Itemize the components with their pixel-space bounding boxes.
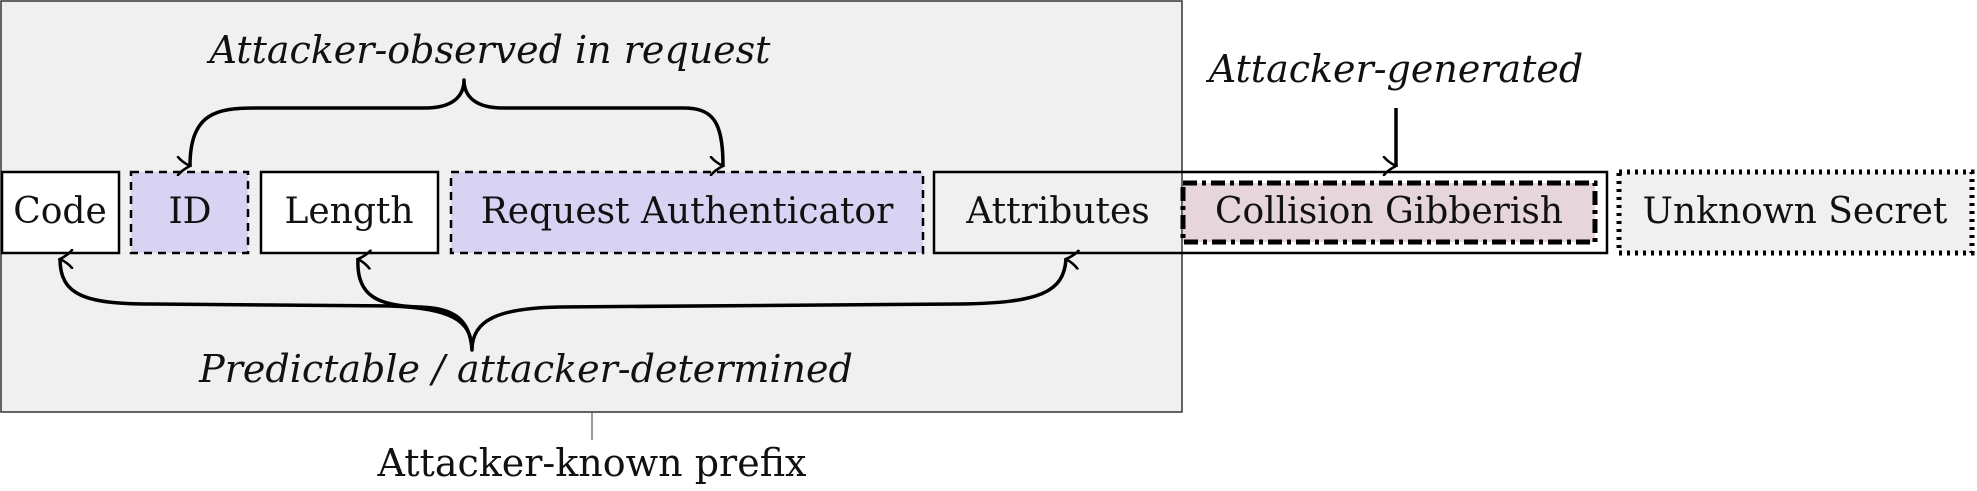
id-field-label: ID	[168, 191, 211, 232]
code-field-label: Code	[13, 191, 107, 232]
unknown-secret-field-box	[1616, 169, 1975, 256]
predictable-label: Predictable / attacker-determined	[198, 347, 853, 391]
length-field-label: Length	[284, 191, 413, 232]
attacker-observed-brace	[190, 78, 723, 166]
collision-gibberish-field-label: Collision Gibberish	[1215, 191, 1563, 232]
unknown-secret-field-label: Unknown Secret	[1643, 191, 1948, 232]
attacker-generated-label: Attacker-generated	[1206, 47, 1583, 91]
prefix-label: Attacker-known prefix	[377, 441, 807, 485]
request-authenticator-field-label: Request Authenticator	[481, 191, 894, 232]
predictable-brace-length-branch	[358, 259, 474, 351]
attacker-observed-label: Attacker-observed in request	[207, 28, 772, 72]
attributes-field-box	[932, 170, 1609, 255]
collision-gibberish-field-box	[1180, 180, 1598, 245]
attributes-field-label: Attributes	[965, 191, 1150, 232]
code-field-box	[0, 170, 121, 255]
